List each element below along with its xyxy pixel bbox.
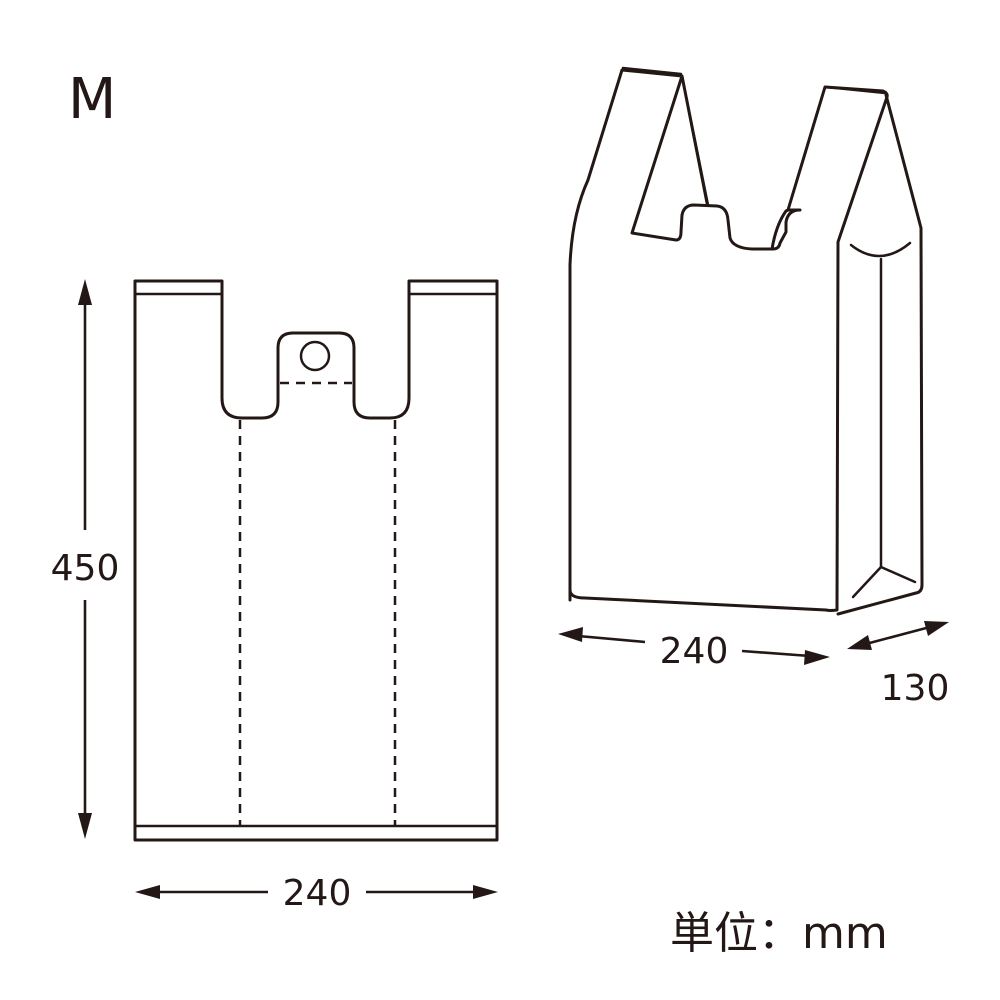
flat-bag-drawing <box>133 279 499 842</box>
gusset-top-curve <box>849 241 912 258</box>
height-value: 450 <box>51 548 120 589</box>
size-label: M <box>68 67 116 132</box>
arrow-left-icon <box>558 627 583 642</box>
gusset-bag-front-outline <box>568 68 889 612</box>
gusset-width-dimension: 240 <box>558 627 830 672</box>
arrow-up-icon <box>78 279 92 305</box>
height-dimension: 450 <box>51 279 120 839</box>
gusset-bottom-fold-right <box>879 565 917 584</box>
flat-width-value: 240 <box>283 873 352 914</box>
left-handle-back-edge <box>680 74 710 207</box>
gusset-bag-drawing <box>568 66 924 616</box>
left-handle-top-hem <box>621 66 683 76</box>
arrow-right-icon <box>924 621 949 636</box>
side-gusset-outline <box>836 93 924 616</box>
arrow-down-icon <box>78 813 92 839</box>
arrow-right-icon <box>473 885 498 899</box>
arrow-left-icon <box>847 635 872 650</box>
arrow-left-icon <box>135 885 160 899</box>
right-handle-top-hem <box>824 85 887 95</box>
gusset-depth-dimension: 130 <box>847 621 949 709</box>
unit-label: 単位：mm <box>670 908 888 959</box>
arrow-right-icon <box>804 650 830 665</box>
flat-width-dimension: 240 <box>135 873 498 914</box>
gusset-bottom-fold-left <box>851 565 883 599</box>
hang-hole <box>299 340 331 372</box>
flat-bag-outline <box>133 279 499 842</box>
gusset-depth-value: 130 <box>881 668 950 709</box>
gusset-width-value: 240 <box>660 631 729 672</box>
